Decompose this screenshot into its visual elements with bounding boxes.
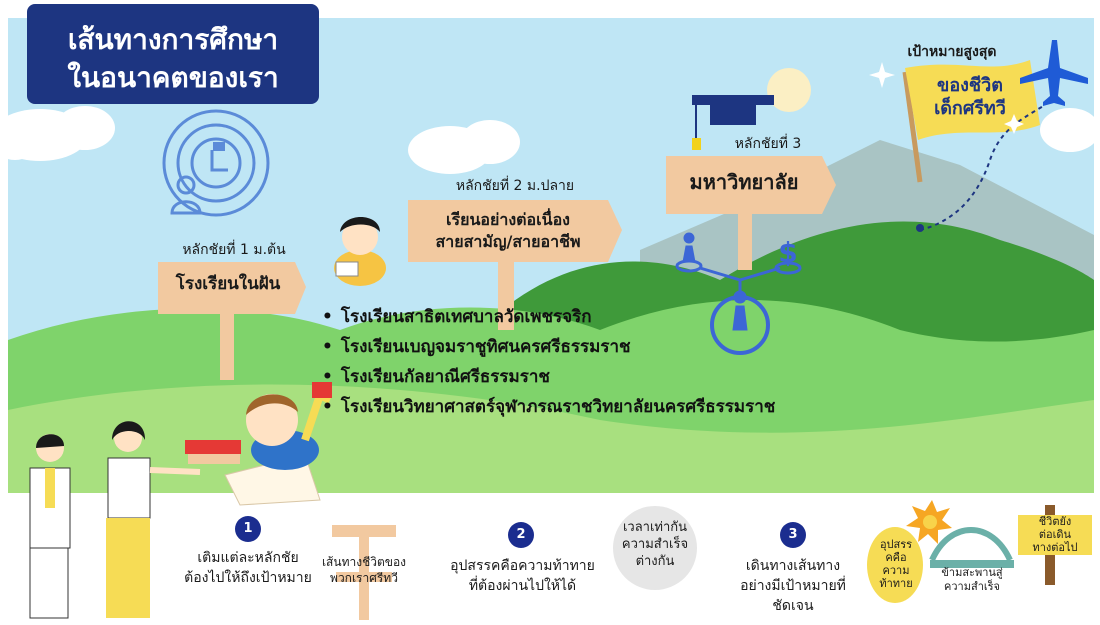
clock-text-line-3: ต่างกัน <box>635 554 675 569</box>
post-text-line-2: ต่อเดิน <box>1038 528 1072 541</box>
school-list-item: โรงเรียนกัลยาณีศรีธรรมราช <box>322 364 775 394</box>
goal-flag-icon <box>902 60 1046 232</box>
signpost-label-line-1: เส้นทางชีวิตของ <box>321 555 407 569</box>
step-2-text-line-2: ที่ต้องผ่านไปให้ได้ <box>468 578 577 594</box>
step-number-2: 2 <box>508 522 534 548</box>
parents-illustration <box>29 421 201 619</box>
goal-flag-line-1: ของชีวิต <box>937 75 1003 96</box>
step-number-3: 3 <box>780 522 806 548</box>
cloud-left-icon <box>0 106 115 161</box>
svg-text:$: $ <box>778 236 797 269</box>
clock-text-line-2: ความสำเร็จ <box>621 537 689 552</box>
sun-icon <box>767 68 811 112</box>
milestone-2-sign-line-1: เรียนอย่างต่อเนื่อง <box>446 210 570 229</box>
bridge-illustration <box>929 527 1014 568</box>
school-list-item: โรงเรียนเบญจมราชูทิศนครศรีธรรมราช <box>322 334 775 364</box>
wooden-signpost-illustration <box>332 525 396 620</box>
direction-post-illustration <box>1018 505 1092 585</box>
milestone-2-caption: หลักชัยที่ 2 ม.ปลาย <box>455 178 575 194</box>
step-1-text-line-1: เติมแต่ละหลักชัย <box>197 550 299 566</box>
clock-circle-illustration <box>613 506 697 590</box>
post-text-line-1: ชีวิตยัง <box>1038 515 1072 528</box>
goal-caption: เป้าหมายสูงสุด <box>907 44 997 60</box>
reading-child-illustration <box>334 217 386 286</box>
obstacle-text-line-4: ท้าทาย <box>879 577 913 590</box>
step-3-text-line-3: ชัดเจน <box>772 598 814 614</box>
graduation-cap-icon <box>692 95 774 150</box>
signpost-label-line-2: พวกเราศรีทวี <box>330 571 398 585</box>
target-clock-icon <box>162 109 270 217</box>
obstacle-text-line-1: อุปสรร <box>879 538 913 551</box>
title-line-1: เส้นทางการศึกษา <box>67 23 279 56</box>
step-3-text-line-1: เดินทางเส้นทาง <box>745 558 841 574</box>
school-list: โรงเรียนสาธิตเทศบาลวัดเพชรจริก โรงเรียนเ… <box>322 304 775 424</box>
signpost-3 <box>666 156 836 270</box>
obstacle-text-line-2: คคือ <box>885 551 907 564</box>
post-text-line-3: ทางต่อไป <box>1032 541 1078 554</box>
milestone-1-sign-text: โรงเรียนในฝัน <box>175 274 281 294</box>
cloud-right-icon <box>1040 108 1100 152</box>
goal-flag-line-2: เด็กศรีทวี <box>934 98 1006 119</box>
milestone-3-sign-text: มหาวิทยาลัย <box>689 170 799 194</box>
step-1-text-line-2: ต้องไปให้ถึงเป้าหมาย <box>184 570 312 586</box>
cloud-center-icon <box>408 120 520 174</box>
step-2-text-line-1: อุปสรรคคือความท้าทาย <box>450 558 595 574</box>
step-number-1: 1 <box>235 516 261 542</box>
school-list-item: โรงเรียนวิทยาศาสตร์จุฬาภรณราชวิทยาลัยนคร… <box>322 394 775 424</box>
signpost-1 <box>158 262 306 380</box>
bridge-text-line-1: ข้ามสะพานสู่ <box>941 566 1003 579</box>
clock-text-line-1: เวลาเท่ากัน <box>622 520 688 535</box>
bridge-text-line-2: ความสำเร็จ <box>944 580 1000 593</box>
milestone-3-caption: หลักชัยที่ 3 <box>734 136 802 152</box>
step-3-text-line-2: อย่างมีเป้าหมายที่ <box>740 578 846 594</box>
title-banner: เส้นทางการศึกษา ในอนาคตของเรา <box>27 4 319 104</box>
milestone-1-caption: หลักชัยที่ 1 ม.ต้น <box>182 242 286 258</box>
title-line-2: ในอนาคตของเรา <box>67 61 279 94</box>
school-list-item: โรงเรียนสาธิตเทศบาลวัดเพชรจริก <box>322 304 775 334</box>
obstacle-explosion-icon <box>867 500 952 603</box>
obstacle-text-line-3: ความ <box>882 564 910 577</box>
milestone-2-sign-line-2: สายสามัญ/สายอาชีพ <box>435 232 581 251</box>
airplane-icon <box>1020 40 1088 106</box>
sparkle-icon <box>869 62 1024 134</box>
